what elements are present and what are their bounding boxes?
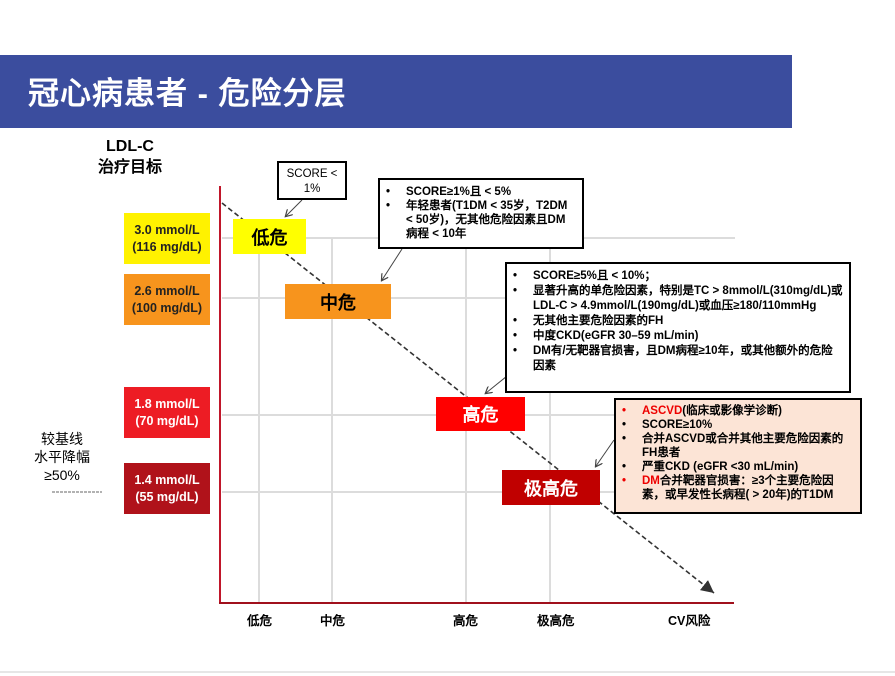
callout-pointers: [286, 199, 615, 466]
x-label-high: 高危: [453, 614, 479, 628]
baseline-reduction-note: 较基线水平降幅≥50%: [34, 431, 90, 483]
x-label-low: 低危: [247, 614, 273, 628]
ldl-target-1-8: 1.8 mmol/L(70 mg/dL): [124, 387, 210, 438]
slide-title: 冠心病患者 - 危险分层: [28, 76, 347, 111]
callout-very-high: ASCVD(临床或影像学诊断) SCORE≥10% 合并ASCVD或合并其他主要…: [614, 398, 862, 514]
risk-moderate: 中危: [285, 284, 391, 319]
y-axis-title-line1: LDL-C: [106, 138, 154, 155]
title-banner: [0, 55, 792, 128]
callout-low: SCORE < 1%: [277, 161, 347, 200]
x-axis-title: CV风险: [668, 614, 711, 628]
y-axis-title: LDL-C 治疗目标: [90, 136, 170, 178]
ldl-target-3-0: 3.0 mmol/L(116 mg/dL): [124, 213, 210, 264]
y-axis-title-line2: 治疗目标: [97, 159, 162, 176]
callout-moderate: SCORE≥1%且 < 5%年轻患者(T1DM < 35岁，T2DM < 50岁…: [378, 178, 584, 249]
risk-high: 高危: [436, 397, 525, 431]
callout-high: SCORE≥5%且 < 10%；显著升高的单危险因素，特别是TC > 8mmol…: [505, 262, 851, 393]
risk-low: 低危: [233, 219, 306, 254]
ldl-target-1-4: 1.4 mmol/L(55 mg/dL): [124, 463, 210, 514]
ldl-target-2-6: 2.6 mmol/L(100 mg/dL): [124, 274, 210, 325]
x-label-very-high: 极高危: [537, 614, 575, 628]
x-label-moderate: 中危: [320, 614, 346, 628]
risk-very-high: 极高危: [502, 470, 600, 505]
